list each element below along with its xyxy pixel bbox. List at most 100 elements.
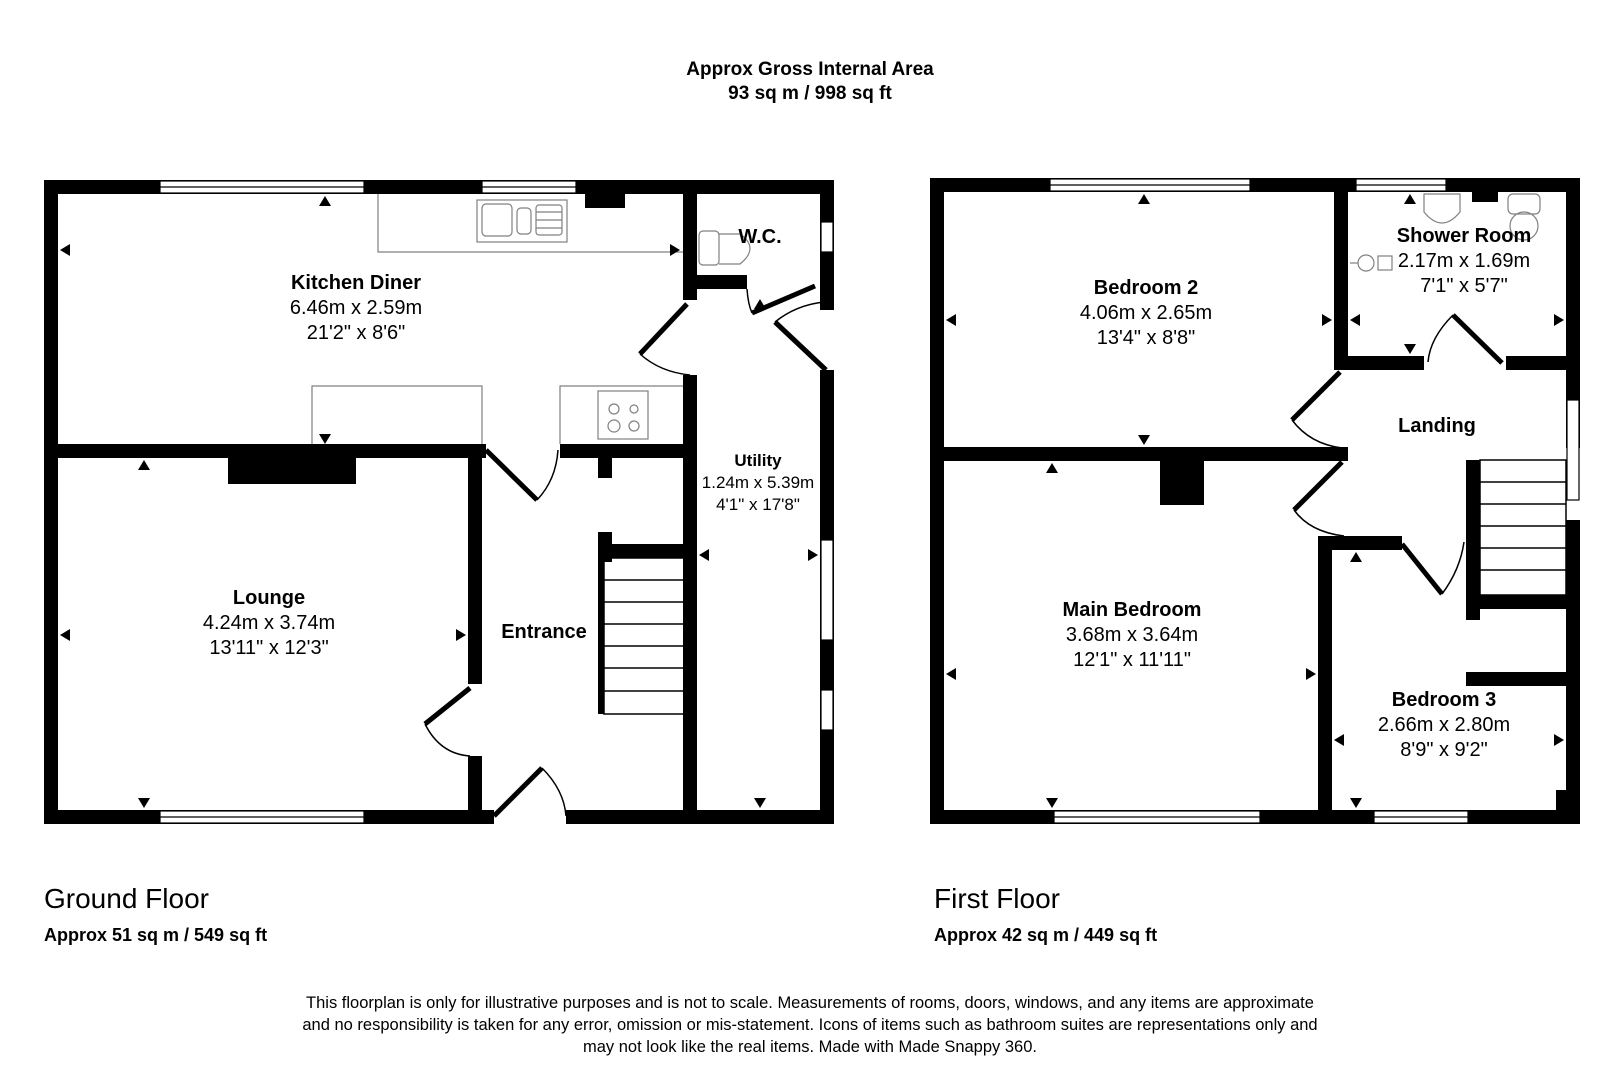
wall: [598, 458, 612, 478]
chimney-breast: [1556, 790, 1580, 814]
room-name: Entrance: [501, 621, 587, 643]
wall: [683, 180, 697, 300]
room-name: Lounge: [232, 587, 306, 609]
window: [1566, 399, 1580, 501]
window: [820, 689, 834, 731]
room-name: W.C.: [738, 226, 782, 248]
worktop: [559, 385, 683, 444]
door: [1400, 542, 1444, 596]
room-main-bedroom: Main Bedroom 3.68m x 3.64m 12'1" x 11'11…: [1063, 598, 1202, 673]
measurement-markers: [60, 194, 1564, 808]
ground-floor-area: Approx 51 sq m / 549 sq ft: [44, 925, 268, 945]
door: [1451, 313, 1504, 365]
room-entrance: Entrance: [501, 620, 587, 645]
first-doors: [1290, 313, 1504, 596]
room-imperial: 12'1" x 11'11": [1073, 649, 1191, 671]
stair-edge: [598, 556, 604, 714]
disclaimer-line: and no responsibility is taken for any e…: [302, 1016, 1318, 1034]
room-imperial: 8'9" x 9'2": [1400, 739, 1488, 761]
wall: [1334, 356, 1424, 370]
disclaimer: This floorplan is only for illustrative …: [200, 992, 1420, 1058]
room-bedroom-3: Bedroom 3 2.66m x 2.80m 8'9" x 9'2": [1378, 688, 1510, 763]
door: [423, 686, 472, 726]
room-name: Shower Room: [1396, 225, 1532, 247]
first-floor-title: First Floor: [934, 883, 1060, 914]
room-name: Kitchen Diner: [290, 272, 422, 294]
gross-area-title: Approx Gross Internal Area: [686, 59, 934, 80]
room-kitchen-diner: Kitchen Diner 6.46m x 2.59m 21'2" x 8'6": [290, 271, 422, 346]
door: [1290, 370, 1342, 422]
door: [638, 302, 689, 356]
worktop: [311, 385, 483, 444]
wall: [697, 275, 747, 289]
room-wc: W.C.: [738, 225, 781, 250]
wall: [44, 444, 486, 458]
room-imperial: 7'1" x 5'7": [1420, 275, 1508, 297]
disclaimer-line: This floorplan is only for illustrative …: [306, 994, 1314, 1012]
room-imperial: 4'1" x 17'8": [716, 495, 800, 514]
ground-staircase: [603, 557, 685, 715]
room-metric: 2.17m x 1.69m: [1397, 250, 1531, 272]
shower-head-icon: [1357, 254, 1375, 272]
window: [820, 539, 834, 641]
gross-area-header: Approx Gross Internal Area 93 sq m / 998…: [0, 58, 1620, 106]
basin-icon: [1423, 193, 1461, 224]
wall: [598, 544, 688, 558]
wall: [44, 180, 58, 824]
room-name: Landing: [1398, 415, 1476, 437]
room-imperial: 21'2" x 8'6": [306, 322, 406, 344]
window: [820, 221, 834, 253]
door: [773, 320, 828, 372]
first-floor-area: Approx 42 sq m / 449 sq ft: [934, 925, 1158, 945]
bathroom-fittings: [1350, 193, 1541, 272]
wall: [468, 444, 482, 684]
wall: [1334, 178, 1348, 368]
chimney-breast: [1472, 192, 1498, 202]
wall: [1466, 460, 1480, 620]
door: [484, 448, 539, 502]
door: [1292, 460, 1344, 512]
ground-floor-title: Ground Floor: [44, 883, 209, 914]
hob-icon: [597, 390, 649, 440]
front-door: [492, 766, 544, 818]
room-utility: Utility 1.24m x 5.39m 4'1" x 17'8": [702, 450, 814, 516]
room-name: Main Bedroom: [1062, 599, 1202, 621]
room-name: Bedroom 3: [1391, 689, 1497, 711]
room-shower-room: Shower Room 2.17m x 1.69m 7'1" x 5'7": [1397, 224, 1531, 299]
worktop: [377, 194, 683, 253]
first-windows: [1049, 178, 1580, 824]
room-metric: 6.46m x 2.59m: [289, 297, 423, 319]
room-lounge: Lounge 4.24m x 3.74m 13'11" x 12'3": [203, 586, 335, 661]
room-bedroom-2: Bedroom 2 4.06m x 2.65m 13'4" x 8'8": [1080, 276, 1212, 351]
chimney-breast: [228, 458, 356, 484]
wall: [566, 810, 834, 824]
wall: [1506, 356, 1580, 370]
room-metric: 1.24m x 5.39m: [701, 473, 815, 492]
wall: [560, 444, 690, 458]
room-landing: Landing: [1398, 414, 1476, 439]
ground-windows: [159, 180, 834, 824]
ground-doors: [423, 283, 828, 818]
first-staircase: [1479, 459, 1567, 596]
wall: [1318, 536, 1332, 824]
room-metric: 3.68m x 3.64m: [1065, 624, 1199, 646]
wall: [468, 756, 482, 824]
toilet-icon: [1507, 193, 1541, 215]
room-name: Bedroom 2: [1093, 277, 1199, 299]
wall: [1466, 672, 1580, 686]
wall: [1318, 536, 1402, 550]
wall: [930, 178, 1580, 192]
chimney-breast: [585, 194, 625, 208]
room-metric: 4.06m x 2.65m: [1079, 302, 1213, 324]
wall: [930, 178, 944, 824]
sink-icon: [476, 199, 568, 243]
disclaimer-line: may not look like the real items. Made w…: [583, 1038, 1037, 1056]
wall: [930, 447, 1348, 461]
wall: [1466, 595, 1566, 609]
kitchen-fittings: [311, 194, 751, 444]
chimney-breast: [1160, 461, 1204, 505]
gross-area-total: 93 sq m / 998 sq ft: [728, 83, 892, 104]
wc-toilet-icon: [698, 230, 720, 266]
wall: [1566, 178, 1580, 448]
